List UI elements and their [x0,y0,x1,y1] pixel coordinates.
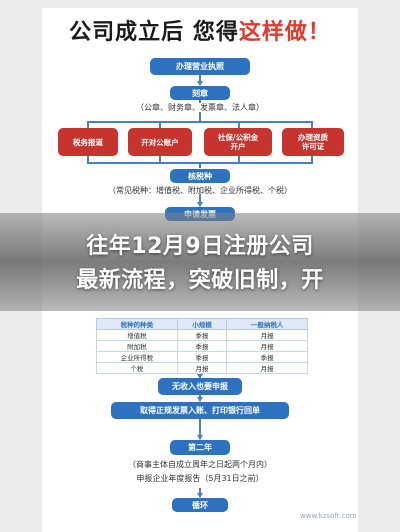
tax-types-note: （常见税种：增值税、附加税、企业所得税、个税） [108,186,292,195]
cell-tax-type: 增值税 [96,329,178,341]
step-business-license: 办理营业执照 [150,58,250,75]
cell-small-scale: 季报 [176,329,228,341]
col-tax-type: 税种的种类 [96,318,178,330]
arrow-head [197,435,203,440]
step-seal: 刻章 [170,86,230,100]
cell-general: 月报 [226,329,308,341]
cell-tax-type: 企业所得税 [96,351,178,363]
connector [159,156,161,162]
step-social-security: 社保/公积金 开户 [204,128,272,156]
connector [199,99,201,103]
step-no-income: 无收入也要申报 [158,378,242,395]
tax-table: 税种的种类 小规模 一般纳税人 增值税 季报 月报 附加税 季报 月报 企业所得… [96,318,308,374]
overlay-title: 往年12月9日注册公司 最新流程，突破旧制，开 [0,230,400,298]
connector [199,418,201,439]
arrow-head [197,374,203,379]
connector [238,156,240,162]
connector [311,156,313,162]
cell-tax-type: 附加税 [96,340,178,352]
overlay-line-2: 最新流程，突破旧制，开 [76,268,324,293]
table-header-row: 税种的种类 小规模 一般纳税人 [96,318,308,330]
connector [87,121,89,128]
connector [199,488,201,497]
cell-general: 月报 [226,362,308,374]
table-row: 增值税 季报 月报 [96,329,308,341]
step-bookkeeping: 取得正规发票入账、打印银行回单 [111,402,289,419]
step-tax-types: 核税种 [170,169,230,183]
connector [199,194,201,206]
overlay-line-1: 往年12月9日注册公司 [86,234,314,259]
title-banner [0,213,400,311]
cell-tax-type: 个税 [96,362,178,374]
table-row: 附加税 季报 月报 [96,340,308,352]
table-row: 个税 月报 月报 [96,362,308,374]
cell-general: 月报 [226,340,308,352]
connector [199,75,201,85]
table-row: 企业所得税 季报 季报 [96,351,308,363]
col-general-taxpayer: 一般纳税人 [226,318,308,330]
arrow-head [197,397,203,402]
arrow-head [197,81,203,86]
cell-general: 季报 [226,351,308,363]
second-year-note-1: （商事主体自成立周年之日起两个月内） [128,460,272,469]
arrow-head [197,493,203,498]
connector [87,121,313,123]
col-small-scale: 小规模 [176,318,228,330]
second-year-note-2: 申报企业年度报告（5月31日之前） [136,474,264,483]
title-highlight: 这样做！ [238,20,331,45]
cell-small-scale: 季报 [176,351,228,363]
flowchart-title: 公司成立后 您得这样做！ [0,14,400,46]
seal-note: （公章、财务章、发票章、法人章） [136,103,264,112]
title-prefix: 公司成立后 您得 [69,20,239,45]
arrow-head [197,202,203,207]
connector [159,121,161,128]
connector [87,156,89,162]
step-tax-report: 税务报道 [58,128,118,156]
cell-small-scale: 月报 [176,362,228,374]
connector [199,112,201,121]
step-second-year: 第二年 [170,440,230,455]
connector [238,121,240,128]
step-license-permit: 办理资质 许可证 [282,128,344,156]
step-cycle: 循环 [172,498,228,512]
step-bank-account: 开对公账户 [128,128,192,156]
cell-small-scale: 季报 [176,340,228,352]
connector [311,121,313,128]
watermark: www.kzsoft.com [300,512,357,520]
connector [199,162,201,168]
